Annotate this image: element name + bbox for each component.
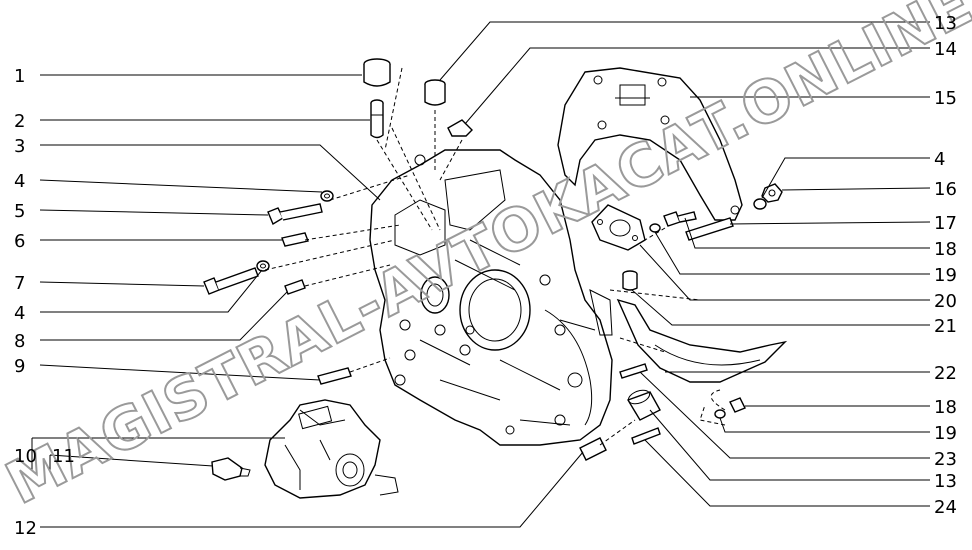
part-18-bolt-a bbox=[663, 211, 697, 227]
callout-1: 1 bbox=[14, 66, 25, 87]
part-11-speed-sensor bbox=[211, 457, 251, 481]
part-5-bolt bbox=[267, 203, 323, 226]
gearbox-housing bbox=[369, 149, 613, 446]
callout-6: 6 bbox=[14, 231, 25, 252]
callout-13: 13 bbox=[934, 471, 957, 492]
callout-3: 3 bbox=[14, 136, 25, 157]
part-15-cover-plate bbox=[557, 67, 743, 221]
part-21-bush bbox=[622, 270, 638, 291]
callout-23: 23 bbox=[934, 449, 957, 470]
leader-lines bbox=[31, 21, 931, 528]
callout-16: 16 bbox=[934, 179, 957, 200]
assembled-gearbox-thumbnail bbox=[264, 399, 399, 499]
callout-4: 4 bbox=[14, 303, 25, 324]
callout-13: 13 bbox=[934, 13, 957, 34]
callout-12: 12 bbox=[14, 518, 37, 539]
part-14-clip bbox=[447, 119, 473, 137]
callout-5: 5 bbox=[14, 201, 25, 222]
callout-22: 22 bbox=[934, 363, 957, 384]
part-6-stud bbox=[281, 232, 309, 247]
part-12-plug bbox=[579, 437, 607, 461]
callout-4: 4 bbox=[14, 171, 25, 192]
watermark: MAGISTRAL-AVTOKACAT.ONLINE bbox=[0, 0, 972, 518]
part-2-pin bbox=[370, 99, 384, 139]
callout-4: 4 bbox=[934, 149, 945, 170]
callout-11: 11 bbox=[52, 446, 75, 467]
callout-20: 20 bbox=[934, 291, 957, 312]
callout-numbers: 1 2 3 4 5 6 7 4 8 9 10 11 12 13 14 15 4 … bbox=[14, 13, 957, 539]
callout-18: 18 bbox=[934, 397, 957, 418]
assembly-guide-lines bbox=[264, 67, 726, 446]
callout-2: 2 bbox=[14, 111, 25, 132]
part-19-washer-b bbox=[714, 409, 726, 419]
callout-10: 10 bbox=[14, 446, 37, 467]
part-22-lower-shield bbox=[616, 298, 788, 383]
part-24-pin bbox=[631, 427, 661, 445]
callout-17: 17 bbox=[934, 213, 957, 234]
part-17-stud bbox=[685, 217, 734, 241]
callout-18: 18 bbox=[934, 239, 957, 260]
part-7-bolt bbox=[203, 267, 259, 295]
callout-9: 9 bbox=[14, 356, 25, 377]
callout-19: 19 bbox=[934, 423, 957, 444]
part-9-stud bbox=[317, 367, 352, 385]
callout-19: 19 bbox=[934, 265, 957, 286]
part-19-washer-a bbox=[649, 223, 661, 233]
callout-24: 24 bbox=[934, 497, 957, 518]
part-4-washer-b bbox=[256, 260, 270, 272]
part-4-washer-c bbox=[753, 198, 767, 210]
part-4-washer-a bbox=[320, 190, 334, 202]
callout-15: 15 bbox=[934, 88, 957, 109]
callout-8: 8 bbox=[14, 331, 25, 352]
callout-21: 21 bbox=[934, 316, 957, 337]
callout-14: 14 bbox=[934, 39, 957, 60]
part-23-dowel bbox=[619, 363, 648, 379]
part-8-stud bbox=[284, 279, 306, 295]
part-1-cap bbox=[363, 58, 391, 87]
callout-7: 7 bbox=[14, 273, 25, 294]
part-18-bolt-b bbox=[729, 397, 746, 413]
part-13-bush-top bbox=[424, 79, 446, 106]
